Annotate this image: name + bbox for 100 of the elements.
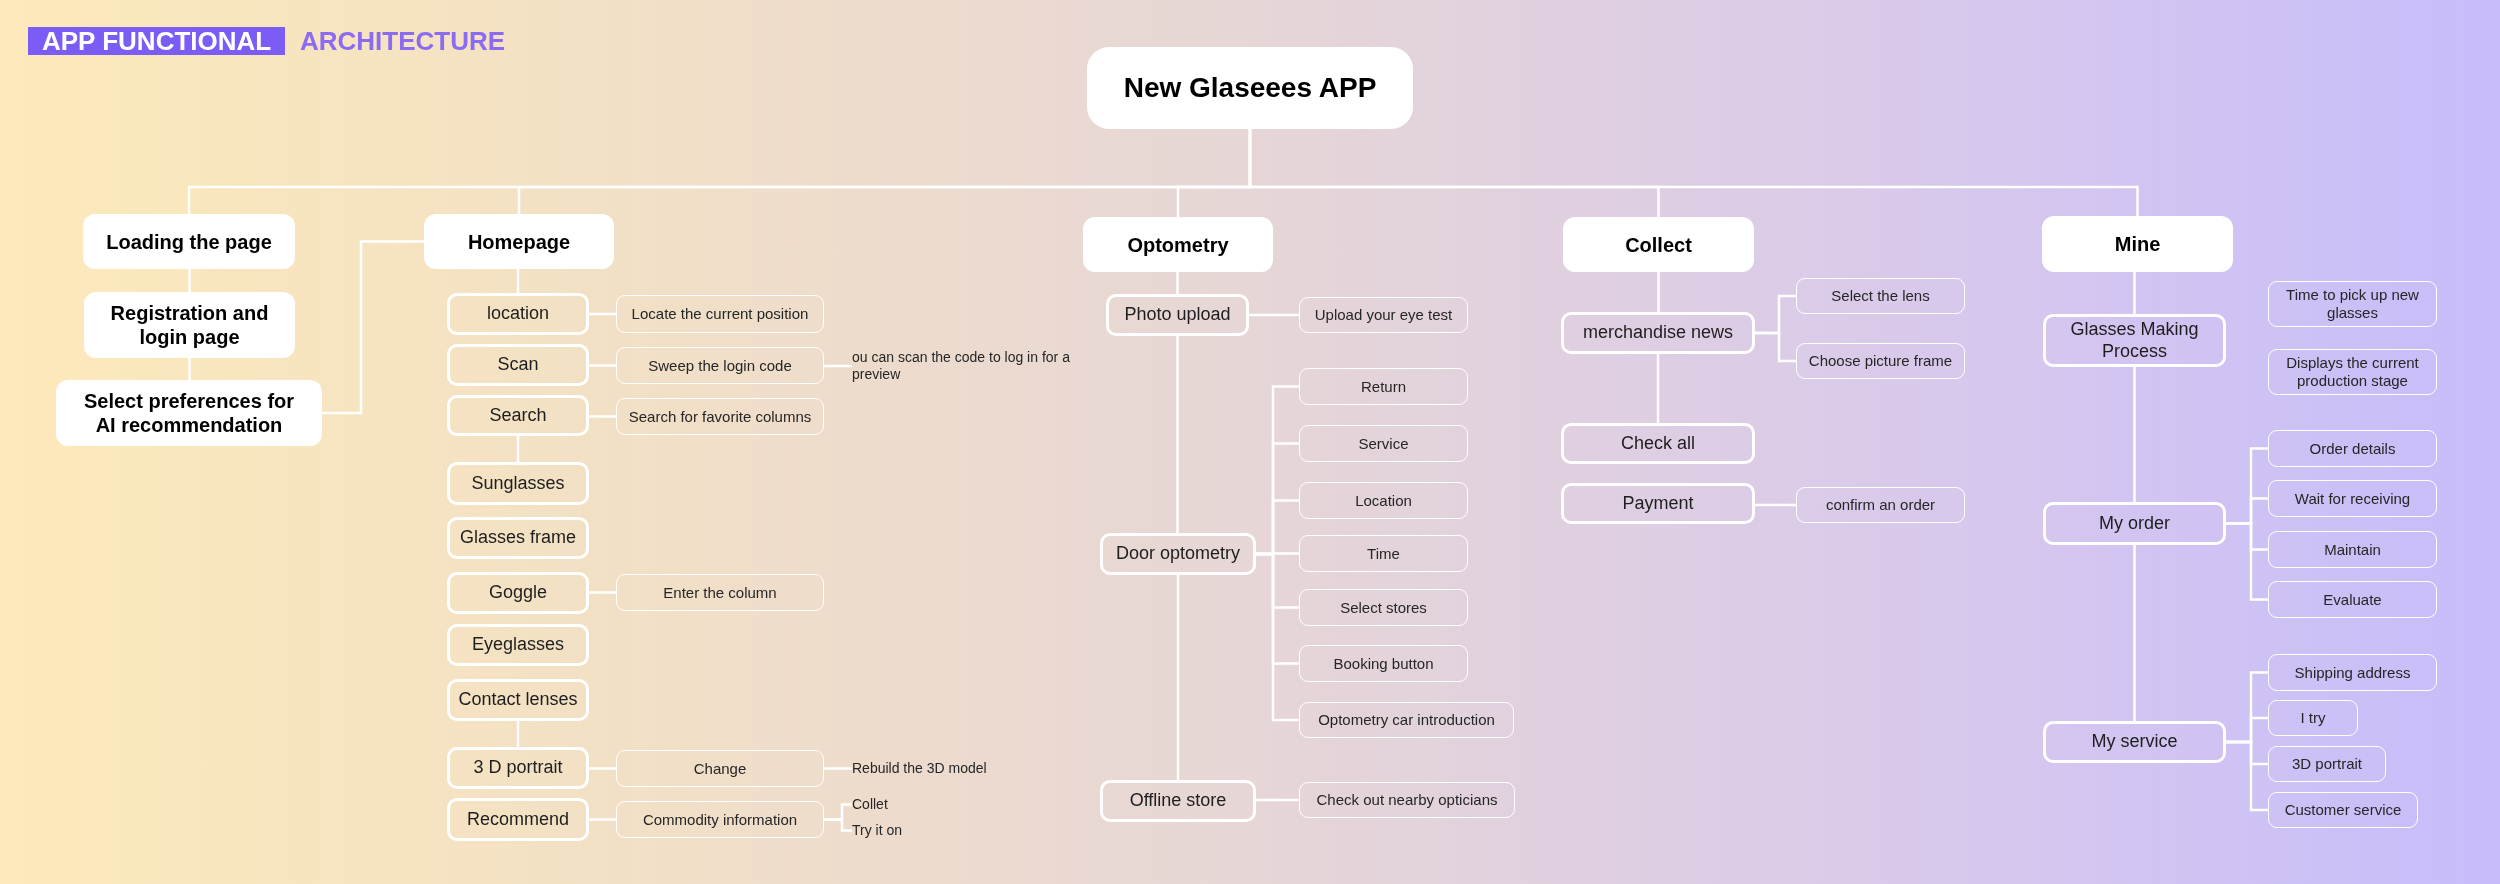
connector-line [1657,272,1660,312]
function-box [447,747,589,789]
feature-label: Upload your eye test [1314,306,1453,324]
function-label: Goggle [488,582,547,604]
module-title: Optometry [1127,232,1229,257]
feature-box [1299,535,1468,572]
module-box [424,214,614,269]
feature-box [1299,368,1468,405]
feature-label: Commodity information [642,810,798,829]
annotation-text: Collet [852,796,888,813]
feature-box [2268,349,2437,395]
connector-line [589,767,616,770]
module-title: Select preferences for AI recommendation [82,389,296,437]
feature-label: Location [1355,491,1412,510]
function-label: Recommend [466,808,569,831]
feature-label: Return [1361,377,1406,396]
function-label: My service [2091,731,2178,753]
function-box [1100,780,1256,822]
function-label: location [486,303,549,325]
feature-box [2268,581,2437,618]
connector-line [1176,575,1180,780]
connector-line [1176,272,1179,294]
feature-label: Choose picture frame [1808,352,1953,370]
feature-box [1796,278,1965,314]
module-title: Collect [1625,232,1692,257]
module-box [56,380,322,446]
connector-line [2133,545,2136,721]
module-box [1083,217,1273,272]
feature-box [616,750,824,787]
connector-line [322,240,424,415]
connector-line [188,269,191,292]
feature-box [616,801,824,838]
feature-box [2268,654,2437,691]
function-box [447,395,589,436]
feature-box [2268,480,2437,517]
module-box [84,292,295,358]
feature-box [616,398,824,435]
feature-label: Select the lens [1831,287,1930,305]
feature-box [2268,700,2358,736]
feature-label: Enter the column [663,583,777,602]
function-label: Photo upload [1124,304,1231,326]
feature-box [616,574,824,611]
function-box [447,798,589,841]
feature-box [1796,343,1965,379]
function-box [447,572,589,614]
feature-label: Evaluate [2323,590,2382,609]
function-box [447,679,589,721]
connector-line [1755,503,1796,507]
function-label: Offline store [1129,790,1227,812]
function-box [1561,423,1755,464]
feature-label: Search for favorite columns [628,407,812,426]
feature-label: Booking button [1333,654,1434,673]
feature-label: Optometry car introduction [1318,711,1495,729]
function-label: Door optometry [1115,543,1241,565]
annotation-text: Try it on [852,822,903,839]
connector-line [589,591,616,594]
connector-line [2133,367,2136,502]
feature-label: Locate the current position [631,305,809,323]
feature-box [2268,746,2386,782]
feature-label: Sweep the login code [648,356,792,375]
function-label: Glasses Making Process [2069,318,2200,363]
annotation-text: Rebuild the 3D model [852,760,987,777]
function-label: Search [489,404,547,427]
function-label: Eyeglasses [471,634,565,656]
feature-label: Maintain [2324,540,2381,559]
function-box [447,344,589,386]
feature-box [2268,430,2437,467]
connector-line [1656,354,1660,423]
feature-box [1299,589,1468,626]
module-title: Loading the page [106,229,272,254]
function-label: My order [2099,512,2170,535]
function-label: Sunglasses [471,472,565,495]
connector-line [589,312,616,316]
feature-box [1299,425,1468,462]
function-label: 3 D portrait [473,757,563,779]
feature-box [1299,645,1468,682]
connector-line [516,721,520,747]
feature-box [1299,297,1468,333]
feature-box [1299,702,1514,738]
function-label: Glasses frame [459,527,576,549]
connector-line [516,269,520,293]
feature-label: Service [1358,434,1409,453]
feature-label: Time to pick up new glasses [2285,286,2420,322]
connector-line [824,364,852,368]
feature-label: Time [1367,544,1400,563]
feature-box [2268,792,2418,828]
module-box [2042,216,2233,272]
function-box [447,462,589,505]
module-box [1563,217,1754,272]
feature-box [616,347,824,384]
feature-box [1299,782,1515,818]
feature-label: Select stores [1340,598,1427,617]
function-box [447,624,589,666]
connector-line [188,358,191,380]
function-box [2043,721,2226,763]
feature-label: Displays the current production stage [2285,354,2420,390]
connector-line [589,818,616,821]
function-box [447,517,589,559]
function-box [1561,483,1755,524]
feature-label: Change [693,759,747,778]
